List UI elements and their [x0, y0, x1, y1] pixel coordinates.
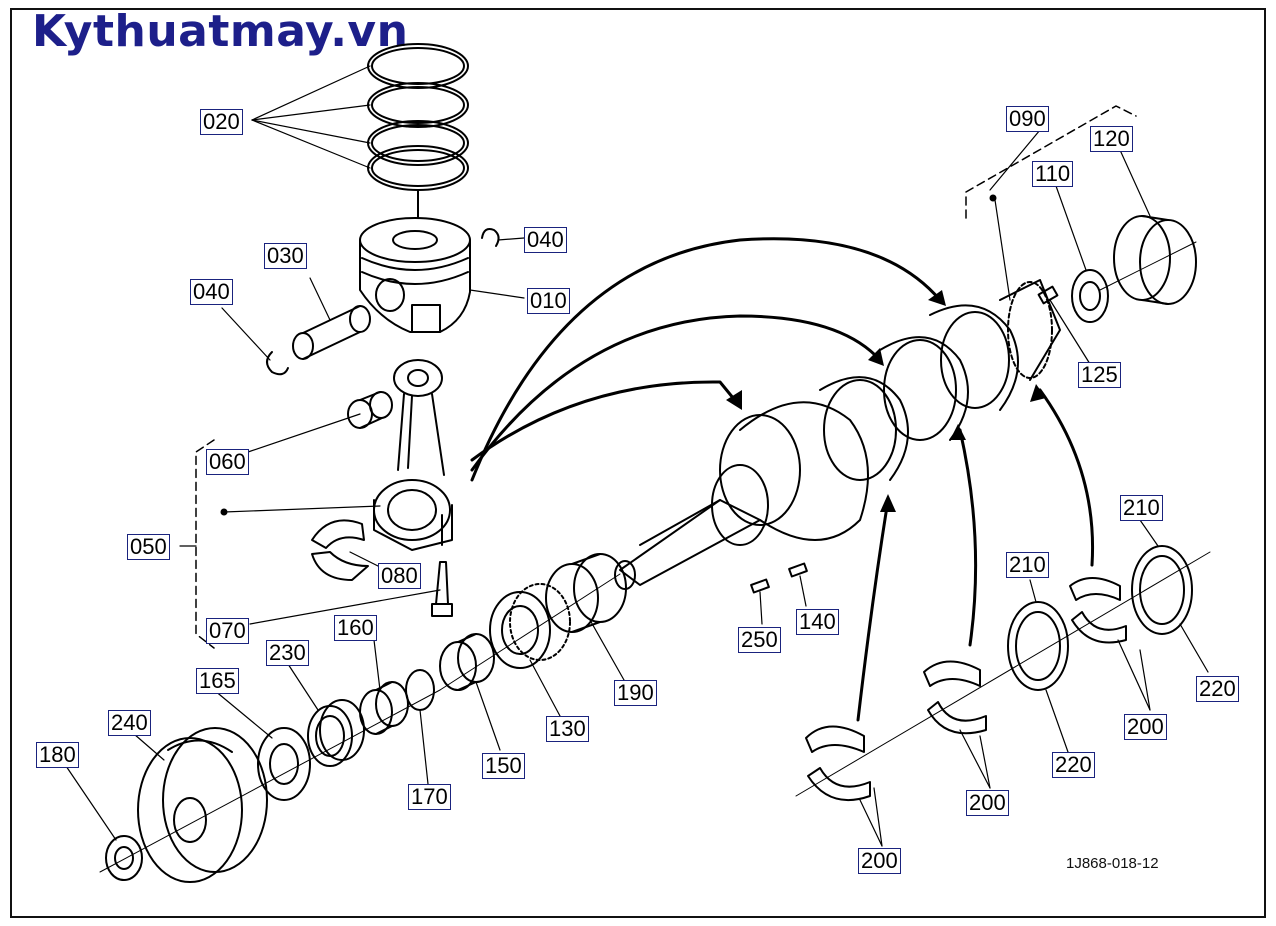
leader-lines — [65, 65, 1209, 847]
rod-bolt — [431, 561, 453, 617]
part-label-090: 090 — [1006, 106, 1049, 132]
part-label-050: 050 — [127, 534, 170, 560]
thrust-washer-right — [1131, 545, 1193, 635]
collar-160 — [359, 681, 409, 735]
part-label-220-middle: 220 — [1052, 752, 1095, 778]
part-label-120: 120 — [1090, 126, 1133, 152]
bearing-190 — [545, 553, 627, 633]
part-label-160: 160 — [334, 615, 377, 641]
part-label-200-middle: 200 — [966, 790, 1009, 816]
crank-pulley — [137, 727, 268, 883]
circlip-right — [481, 228, 500, 247]
small-end-bushing — [347, 391, 393, 429]
part-label-210-middle: 210 — [1006, 552, 1049, 578]
part-label-040-left: 040 — [190, 279, 233, 305]
part-label-110: 110 — [1032, 161, 1074, 187]
bracket-dot-050 — [220, 508, 228, 516]
connecting-rod — [373, 359, 453, 551]
main-bearing-120 — [1113, 215, 1197, 305]
piston-pin — [292, 305, 371, 360]
part-label-010: 010 — [527, 288, 570, 314]
site-watermark: Kythuatmay.vn — [32, 6, 409, 57]
key-140 — [788, 562, 808, 578]
main-bearing-shells-middle — [923, 660, 987, 735]
assembly-arrows — [470, 237, 1095, 722]
part-label-080: 080 — [378, 563, 421, 589]
part-label-040-right: 040 — [524, 227, 567, 253]
part-label-070: 070 — [206, 618, 249, 644]
part-label-240: 240 — [108, 710, 151, 736]
thrust-washer-middle — [1007, 601, 1069, 691]
thrust-washer-165 — [257, 727, 311, 801]
piston-rings — [367, 43, 469, 191]
part-label-125: 125 — [1078, 362, 1121, 388]
crank-gear — [489, 583, 571, 669]
key-250 — [750, 578, 770, 594]
part-label-165: 165 — [196, 668, 239, 694]
main-bearing-shells-right — [1069, 577, 1127, 644]
circlip-left — [266, 351, 289, 376]
bracket-dot-090 — [989, 194, 997, 202]
main-bearing-shells-left — [805, 725, 871, 801]
pulley-nut — [105, 835, 143, 881]
part-label-230: 230 — [266, 640, 309, 666]
needle-bearing — [439, 633, 495, 691]
part-label-170: 170 — [408, 784, 451, 810]
part-label-220-right: 220 — [1196, 676, 1239, 702]
dowel-pin-125 — [1037, 285, 1059, 305]
oil-seal — [307, 699, 365, 767]
center-lines — [99, 241, 1211, 873]
part-label-060: 060 — [206, 449, 249, 475]
assembly-brackets — [195, 105, 1137, 649]
part-label-140: 140 — [796, 609, 839, 635]
part-label-180: 180 — [36, 742, 79, 768]
part-label-030: 030 — [264, 243, 307, 269]
drawing-code: 1J868-018-12 — [1066, 855, 1159, 872]
part-label-190: 190 — [614, 680, 657, 706]
ball-bearing-110 — [1071, 269, 1109, 323]
piston — [359, 189, 471, 333]
part-label-250: 250 — [738, 627, 781, 653]
part-label-150: 150 — [482, 753, 525, 779]
crankshaft — [614, 279, 1061, 590]
drawing-frame — [10, 8, 1266, 918]
part-label-210-right: 210 — [1120, 495, 1163, 521]
rod-bearing — [311, 519, 369, 581]
part-label-130: 130 — [546, 716, 589, 742]
part-label-200-left: 200 — [858, 848, 901, 874]
part-label-020: 020 — [200, 109, 243, 135]
o-ring — [405, 669, 435, 711]
part-label-200-right: 200 — [1124, 714, 1167, 740]
